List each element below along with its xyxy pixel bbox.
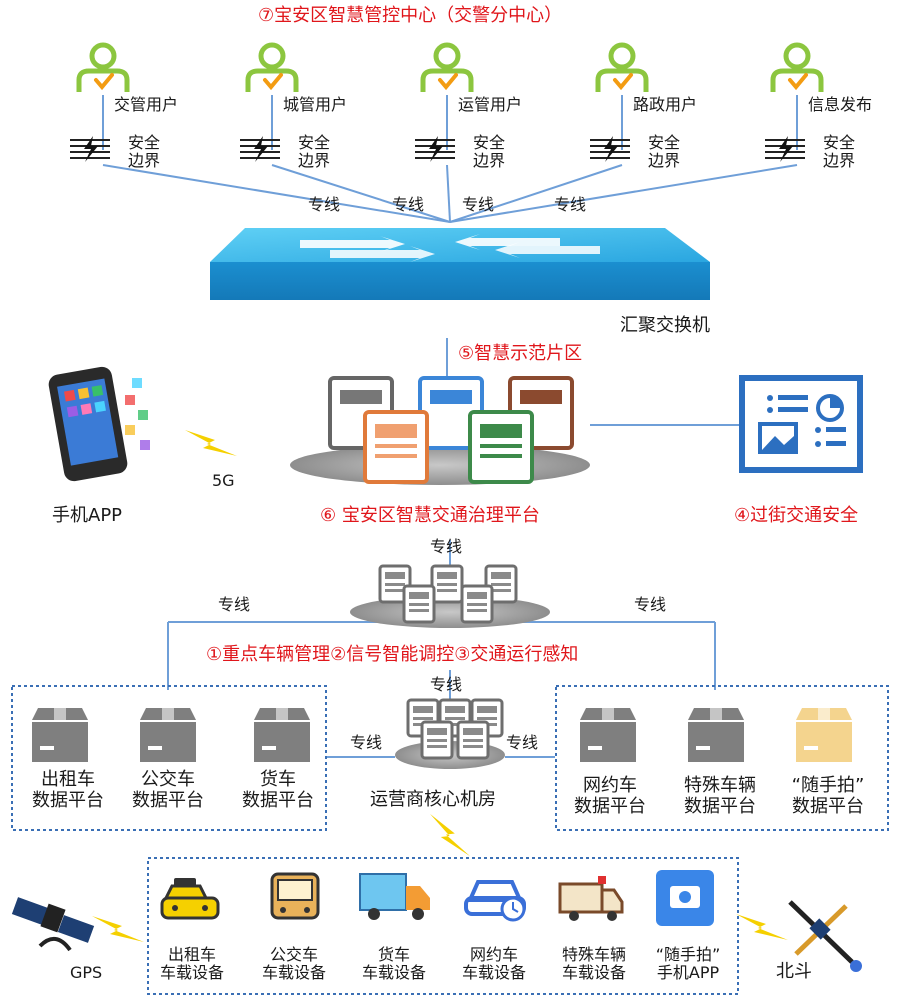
operator-lightning-icon (421, 813, 479, 857)
user-label-road: 路政用户 (633, 95, 698, 114)
security-boundary-1: 安全边界 (128, 133, 161, 171)
switch-graphic (210, 228, 710, 300)
user-connection-lines (102, 95, 798, 758)
gps-satellite-icon (11, 897, 95, 952)
security-boundary-2: 安全边界 (298, 133, 331, 171)
user-icons (79, 45, 821, 92)
5g-lightning-icon (185, 430, 237, 456)
platform-taxi-label: 出租车数据平台 (32, 769, 104, 811)
user-label-city: 城管用户 (283, 95, 348, 114)
device-bus-label: 公交车车载设备 (261, 945, 326, 983)
security-boundary-3: 安全边界 (473, 133, 506, 171)
device-special-label: 特殊车辆车载设备 (561, 945, 626, 983)
data-platform-boxes (32, 708, 744, 762)
device-icons (160, 870, 714, 926)
dedicated-line-label: 专线 (218, 595, 251, 614)
dedicated-line-label: 专线 (554, 195, 587, 214)
dedicated-line-label: 专线 (634, 595, 667, 614)
middle-server-cluster (350, 564, 550, 628)
security-boundary-5: 安全边界 (823, 133, 856, 171)
mobile-app-label: 手机APP (52, 505, 123, 526)
dedicated-line-label: 专线 (430, 675, 463, 694)
beidou-satellite-icon (788, 900, 862, 972)
gps-label: GPS (70, 963, 103, 982)
platform-cluster (290, 376, 590, 485)
beidou-label: 北斗 (776, 961, 812, 982)
dedicated-line-label: 专线 (506, 733, 539, 752)
platform-snapshot-label: “随手拍”数据平台 (791, 775, 865, 817)
demo-zone-label: ⑤智慧示范片区 (458, 343, 583, 364)
platform-label: ⑥ 宝安区智慧交通治理平台 (320, 505, 540, 526)
platform-bus-label: 公交车数据平台 (132, 769, 204, 811)
device-truck-label: 货车车载设备 (361, 945, 426, 983)
operator-room-cluster (395, 698, 505, 769)
gps-lightning-icon (92, 916, 144, 942)
user-label-publish: 信息发布 (808, 95, 873, 114)
dedicated-line-label: 专线 (308, 195, 341, 214)
left-platform-group (11, 685, 327, 831)
dedicated-line-label: 专线 (392, 195, 425, 214)
functions-label: ①重点车辆管理②信号智能调控③交通运行感知 (206, 644, 579, 665)
device-snapshot-label: “随手拍”手机APP (655, 945, 721, 983)
beidou-lightning-icon (736, 914, 788, 940)
right-platform-group (555, 685, 889, 831)
operator-room-label: 运营商核心机房 (370, 789, 496, 810)
device-taxi-label: 出租车车载设备 (159, 945, 224, 983)
dedicated-line-label: 专线 (430, 537, 463, 556)
firewall-icons (69, 135, 806, 163)
page-title: ⑦宝安区智慧管控中心（交警分中心） (258, 5, 563, 26)
5g-label: 5G (212, 471, 235, 490)
security-boundary-4: 安全边界 (648, 133, 681, 171)
dashboard-icon (739, 375, 863, 473)
phone-icon (48, 366, 150, 482)
platform-special-label: 特殊车辆数据平台 (684, 775, 756, 817)
dedicated-line-label: 专线 (350, 733, 383, 752)
dedicated-line-label: 专线 (462, 195, 495, 214)
user-label-traffic: 交管用户 (114, 95, 179, 114)
switch-label: 汇聚交换机 (620, 315, 710, 336)
crossing-safety-label: ④过街交通安全 (734, 505, 859, 526)
user-label-transport: 运管用户 (458, 95, 523, 114)
device-ridehail-label: 网约车车载设备 (461, 945, 526, 983)
platform-truck-label: 货车数据平台 (242, 769, 314, 811)
device-group (147, 857, 739, 995)
platform-ridehail-label: 网约车数据平台 (574, 775, 646, 817)
